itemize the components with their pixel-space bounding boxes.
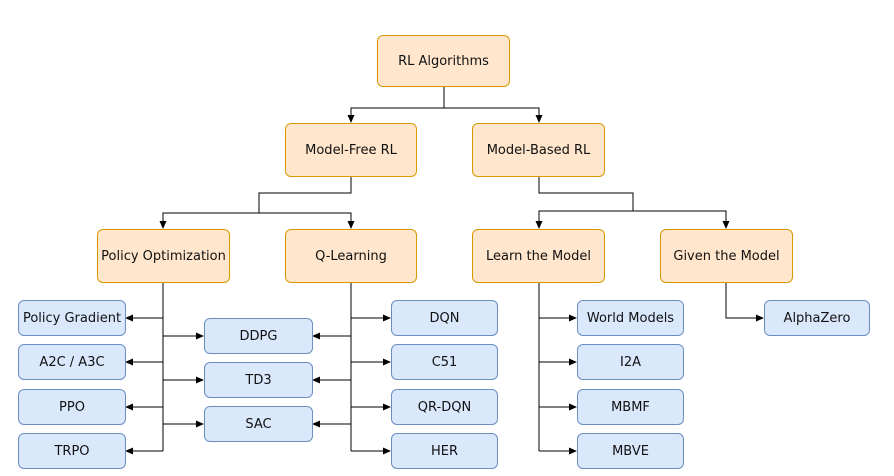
node-qr-dqn: QR-DQN xyxy=(391,389,498,425)
node-td3: TD3 xyxy=(204,362,313,398)
node-policy-optimization: Policy Optimization xyxy=(97,229,230,283)
node-model-free-rl: Model-Free RL xyxy=(285,123,417,177)
node-world-models: World Models xyxy=(577,300,684,336)
node-trpo: TRPO xyxy=(18,433,126,469)
node-given-the-model: Given the Model xyxy=(660,229,793,283)
connector-model-free-to-policy-optimization xyxy=(159,177,352,229)
connector-model-based-to-learn-the-model xyxy=(535,177,634,229)
node-her: HER xyxy=(391,433,498,469)
node-model-based-rl: Model-Based RL xyxy=(472,123,605,177)
connector-model-based-to-given-the-model xyxy=(633,210,730,229)
connector-to-alphazero xyxy=(725,283,764,322)
node-policy-gradient: Policy Gradient xyxy=(18,300,126,336)
node-ppo: PPO xyxy=(18,389,126,425)
node-learn-the-model: Learn the Model xyxy=(472,229,605,283)
node-i2a: I2A xyxy=(577,344,684,380)
node-rl-algorithms: RL Algorithms xyxy=(377,35,510,87)
node-mbve: MBVE xyxy=(577,433,684,469)
connector-root-to-model-free xyxy=(347,87,445,123)
node-ddpg: DDPG xyxy=(204,318,313,354)
node-dqn: DQN xyxy=(391,300,498,336)
node-mbmf: MBMF xyxy=(577,389,684,425)
connector-root-to-model-based xyxy=(444,107,543,123)
node-alphazero: AlphaZero xyxy=(764,300,870,336)
connector-model-free-to-q-learning xyxy=(259,212,355,229)
node-a2c-a3c: A2C / A3C xyxy=(18,344,126,380)
node-q-learning: Q-Learning xyxy=(285,229,417,283)
node-sac: SAC xyxy=(204,406,313,442)
node-c51: C51 xyxy=(391,344,498,380)
